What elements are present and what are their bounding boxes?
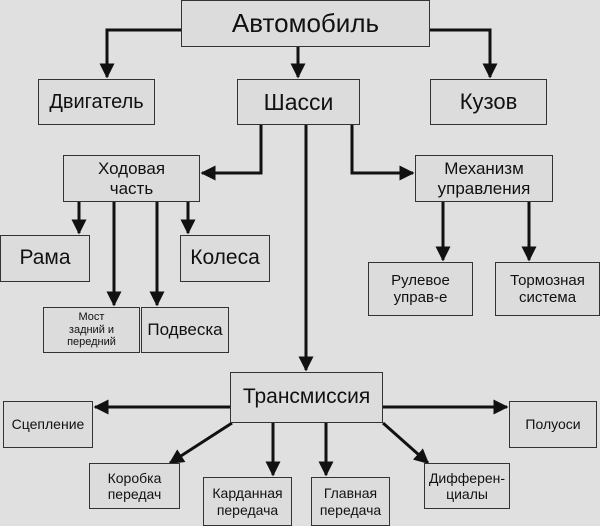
node-axle: Мост задний и передний (43, 307, 140, 353)
node-control: Механизм управления (415, 155, 553, 202)
node-engine: Двигатель (38, 79, 155, 125)
node-brakes: Тормозная система (495, 262, 600, 316)
node-gearbox: Коробка передач (89, 463, 180, 509)
node-differentials: Дифферен- циалы (424, 463, 510, 509)
node-halfshafts: Полуоси (509, 401, 597, 448)
edge-chassis-running-gear (200, 125, 263, 181)
edge-car-engine (99, 28, 181, 79)
node-suspension: Подвеска (141, 307, 229, 353)
node-wheels: Колеса (180, 235, 270, 282)
node-body: Кузов (430, 79, 547, 125)
edge-car-body (430, 28, 498, 79)
node-car: Автомобиль (181, 0, 430, 47)
node-chassis: Шасси (237, 79, 360, 125)
edge-chassis-control (350, 125, 415, 181)
node-final-drive: Главная передача (311, 477, 390, 526)
node-transmission: Трансмиссия (230, 372, 383, 423)
node-frame: Рама (0, 235, 90, 282)
node-steering: Рулевое управ-е (368, 262, 473, 316)
node-running-gear: Ходовая часть (63, 155, 200, 202)
edge-tr-differentials (382, 421, 430, 465)
node-cardan: Карданная передача (203, 477, 292, 526)
edge-tr-gearbox (168, 421, 233, 465)
node-clutch: Сцепление (3, 401, 93, 448)
